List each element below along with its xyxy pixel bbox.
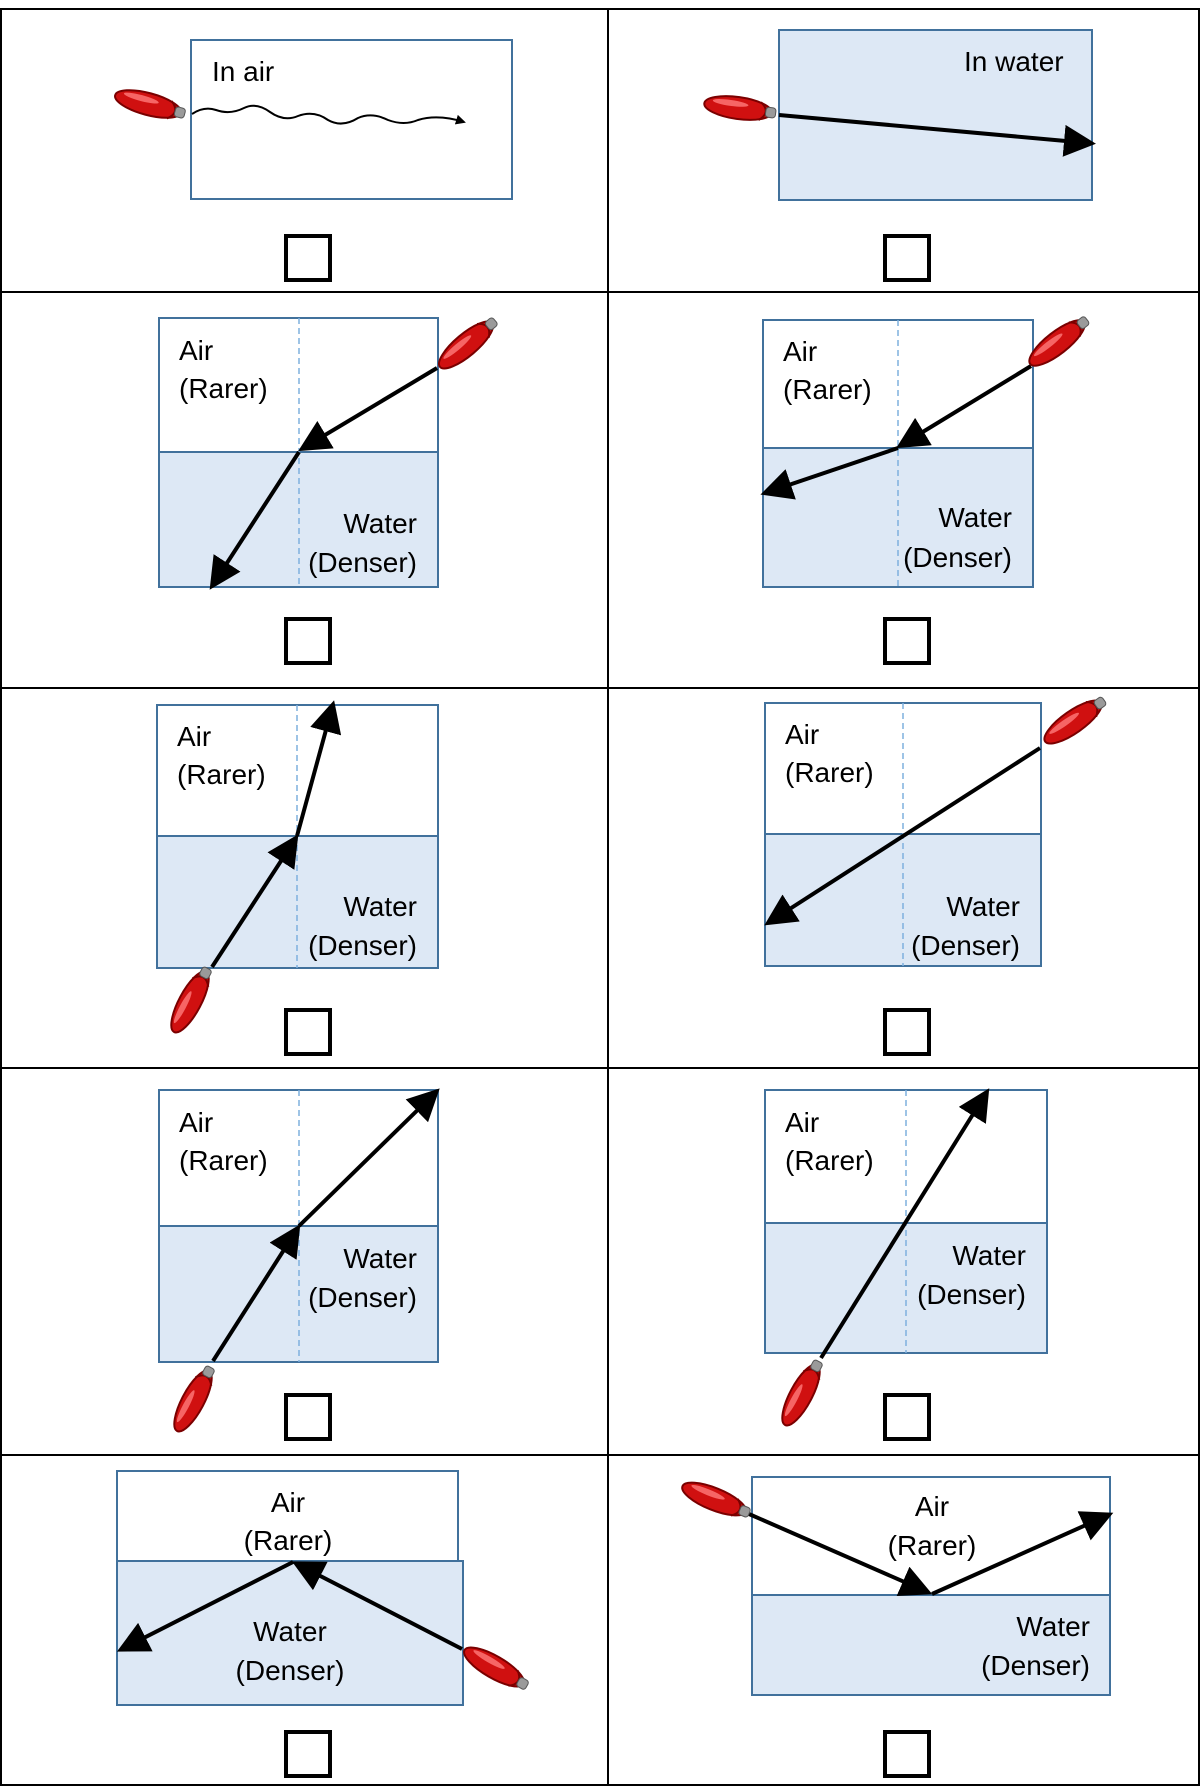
refracted-ray xyxy=(209,450,301,590)
checkbox-icon[interactable] xyxy=(284,617,332,665)
laser-pointer-icon xyxy=(163,962,219,1039)
air-label: Air xyxy=(177,721,211,752)
air-sublabel: (Rarer) xyxy=(888,1530,977,1561)
air-sublabel: (Rarer) xyxy=(783,374,872,405)
panel-refraction-4: Air (Rarer) Water (Denser) xyxy=(760,309,1095,665)
refracted-ray xyxy=(295,700,342,837)
incident-ray xyxy=(748,1512,933,1597)
checkbox-icon[interactable] xyxy=(284,234,332,282)
table-grid xyxy=(0,8,1200,1786)
refracted-ray xyxy=(297,1088,440,1228)
checkbox-icon[interactable] xyxy=(284,1730,332,1778)
air-sublabel: (Rarer) xyxy=(785,1145,874,1176)
air-sublabel: (Rarer) xyxy=(179,1145,268,1176)
water-sublabel: (Denser) xyxy=(308,930,417,961)
panel-refraction-7: Air (Rarer) Water (Denser) xyxy=(158,1088,440,1441)
reflected-ray xyxy=(931,1511,1114,1596)
air-label: Air xyxy=(179,1107,213,1138)
laser-pointer-icon xyxy=(1037,690,1112,752)
incident-ray xyxy=(896,364,1033,449)
air-sublabel: (Rarer) xyxy=(177,759,266,790)
water-label: Water xyxy=(1016,1611,1090,1642)
panel-total-internal-reflection-9: Air (Rarer) Water (Denser) xyxy=(116,1470,534,1778)
checkbox-icon[interactable] xyxy=(883,1008,931,1056)
air-label: Air xyxy=(179,335,213,366)
water-label: Water xyxy=(946,891,1020,922)
water-sublabel: (Denser) xyxy=(308,547,417,578)
air-label: Air xyxy=(915,1491,949,1522)
wavy-light-ray xyxy=(191,104,466,125)
air-label: Air xyxy=(785,719,819,750)
checkbox-icon[interactable] xyxy=(284,1393,332,1441)
incident-ray xyxy=(291,1561,463,1651)
laser-pointer-icon xyxy=(431,311,504,377)
laser-pointer-icon xyxy=(458,1639,534,1697)
water-label: Water xyxy=(952,1240,1026,1271)
panel-refraction-6: Air (Rarer) Water (Denser) xyxy=(764,690,1112,1056)
incident-ray xyxy=(298,366,439,452)
water-label: Water xyxy=(343,1243,417,1274)
checkbox-icon[interactable] xyxy=(883,1730,931,1778)
air-label: Air xyxy=(785,1107,819,1138)
panel-reflection-10: Air (Rarer) Water (Denser) xyxy=(677,1475,1114,1778)
water-sublabel: (Denser) xyxy=(308,1282,417,1313)
air-sublabel: (Rarer) xyxy=(179,373,268,404)
reflected-ray xyxy=(116,1560,294,1652)
water-box xyxy=(778,29,1093,201)
straight-ray xyxy=(764,746,1042,926)
straight-ray xyxy=(819,1088,990,1360)
water-label: Water xyxy=(343,891,417,922)
laser-pointer-icon xyxy=(111,83,189,126)
water-label: Water xyxy=(253,1616,327,1647)
checkbox-icon[interactable] xyxy=(883,234,931,282)
laser-pointer-icon xyxy=(701,91,779,126)
incident-ray xyxy=(210,834,299,969)
panel-refraction-3: Air (Rarer) Water (Denser) xyxy=(158,311,504,665)
water-sublabel: (Denser) xyxy=(917,1279,1026,1310)
air-label: Air xyxy=(271,1487,305,1518)
water-label: Water xyxy=(938,502,1012,533)
air-sublabel: (Rarer) xyxy=(244,1525,333,1556)
panel-label: In air xyxy=(212,56,274,87)
air-sublabel: (Rarer) xyxy=(785,757,874,788)
water-sublabel: (Denser) xyxy=(903,542,1012,573)
checkbox-icon[interactable] xyxy=(284,1008,332,1056)
panel-in-air: In air xyxy=(111,39,513,282)
panel-in-water: In water xyxy=(701,29,1096,282)
checkbox-icon[interactable] xyxy=(883,617,931,665)
water-sublabel: (Denser) xyxy=(236,1655,345,1686)
water-sublabel: (Denser) xyxy=(981,1650,1090,1681)
laser-pointer-icon xyxy=(774,1355,830,1432)
refracted-ray xyxy=(760,446,899,500)
laser-pointer-icon xyxy=(166,1361,222,1438)
air-label: Air xyxy=(783,336,817,367)
checkbox-icon[interactable] xyxy=(883,1393,931,1441)
panel-label: In water xyxy=(964,46,1064,77)
straight-light-ray xyxy=(778,113,1096,157)
incident-ray xyxy=(211,1224,301,1363)
panel-refraction-5: Air (Rarer) Water (Denser) xyxy=(156,700,439,1056)
water-label: Water xyxy=(343,508,417,539)
water-sublabel: (Denser) xyxy=(911,930,1020,961)
laser-pointer-icon xyxy=(677,1475,755,1525)
panel-refraction-8: Air (Rarer) Water (Denser) xyxy=(764,1088,1048,1441)
